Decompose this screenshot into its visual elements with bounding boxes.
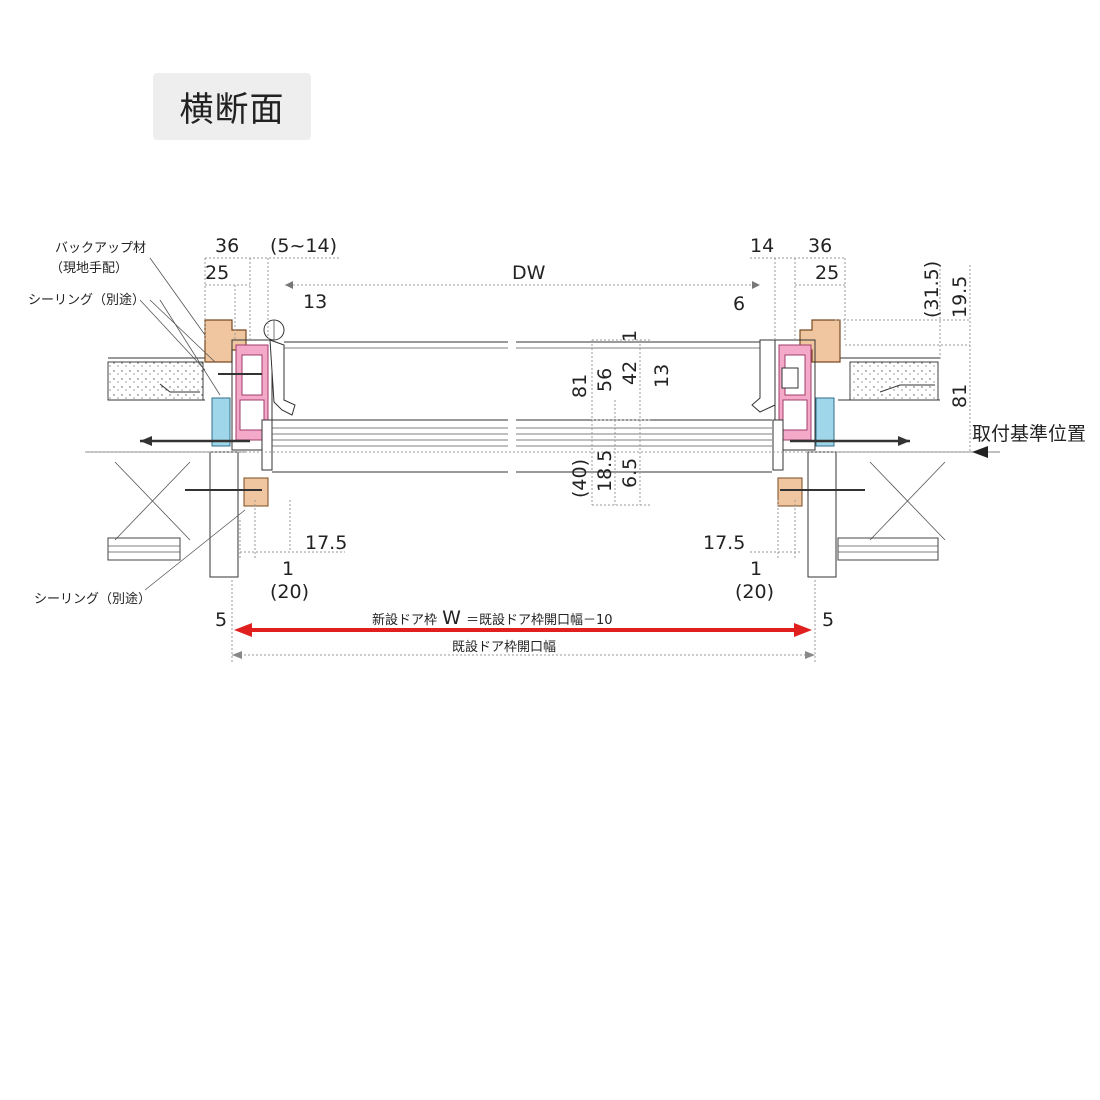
dim-left-5: 5 [215,609,227,631]
dim-left-5-14: (5~14) [270,235,337,257]
right-frame [751,319,841,578]
dim-center-6-5: 6.5 [619,458,641,488]
dim-center-1: 1 [619,330,641,342]
right-wall [837,357,1000,561]
dim-dw: DW [512,262,546,284]
dim-right-17-5: 17.5 [703,532,745,554]
dim-left-13: 13 [303,291,327,313]
dim-center-56: 56 [594,368,616,392]
dim-left-1: 1 [282,558,294,580]
dim-right-1: 1 [750,558,762,580]
formula-prefix: 新設ドア枠 [372,612,437,628]
dim-right-31-5: (31.5) [921,261,943,318]
note-reference-position: 取付基準位置 [972,423,1086,445]
dim-left-36: 36 [215,235,239,257]
dim-left-20: (20) [270,581,309,603]
new-frame-width-arrow [234,623,812,637]
dim-center-18-5: 18.5 [594,450,616,492]
formula-new-frame-width: 新設ドア枠 W ＝既設ドア枠開口幅－10 [372,607,613,629]
note-sealing-top: シーリング（別途） [28,292,145,308]
dim-center-81: 81 [569,374,591,398]
note-backup-onsite: （現地手配） [50,261,128,276]
section-title-box: 横断面 [153,73,311,140]
dim-right-5: 5 [822,609,834,631]
anchor-screws [140,373,910,491]
reference-arrow-icon [972,446,988,458]
dimension-lines [85,257,990,662]
leader-lines [139,257,246,591]
note-backup-material: バックアップ材 [55,241,146,256]
dim-right-25: 25 [815,262,839,284]
dim-right-36: 36 [808,235,832,257]
dim-right-81: 81 [949,384,971,408]
left-frame [204,319,296,578]
section-title: 横断面 [179,90,285,130]
formula-w: W [442,607,461,629]
dim-center-13: 13 [651,364,673,388]
dim-right-14: 14 [750,235,774,257]
dim-left-25: 25 [205,262,229,284]
dim-right-19-5: 19.5 [949,276,971,318]
note-sealing-bottom: シーリング（別途） [34,591,151,607]
dim-right-20: (20) [735,581,774,603]
dim-left-17-5: 17.5 [305,532,347,554]
formula-suffix: ＝既設ドア枠開口幅－10 [466,612,613,628]
existing-opening-width-label: 既設ドア枠開口幅 [452,639,556,655]
dim-center-42: 42 [619,361,641,385]
dim-center-40: (40) [569,459,591,498]
dim-right-6: 6 [733,293,745,315]
